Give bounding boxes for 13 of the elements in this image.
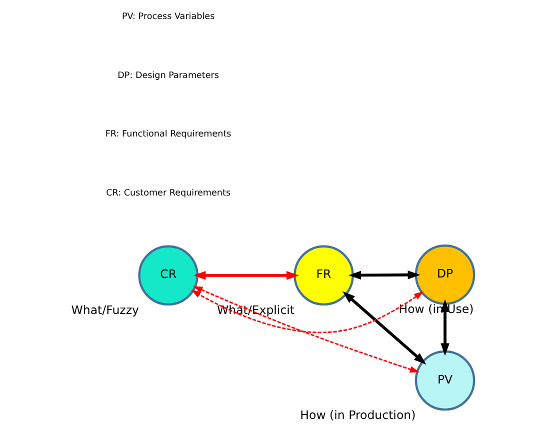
node-label: How (in Production)	[300, 408, 416, 422]
node-circle: CR	[138, 245, 198, 306]
arrow	[193, 271, 300, 280]
arrow	[193, 286, 420, 373]
arrow	[342, 291, 426, 365]
label: CR: Customer Requirements	[106, 188, 231, 198]
label: FR: Functional Requirements	[105, 130, 232, 140]
arrow	[191, 290, 424, 334]
arrow	[440, 299, 450, 356]
arrow	[348, 270, 420, 280]
label: DP: Design Parameters	[118, 70, 219, 81]
node-label: What/Fuzzy	[71, 302, 139, 317]
label: PV: Process Variables	[122, 12, 215, 22]
